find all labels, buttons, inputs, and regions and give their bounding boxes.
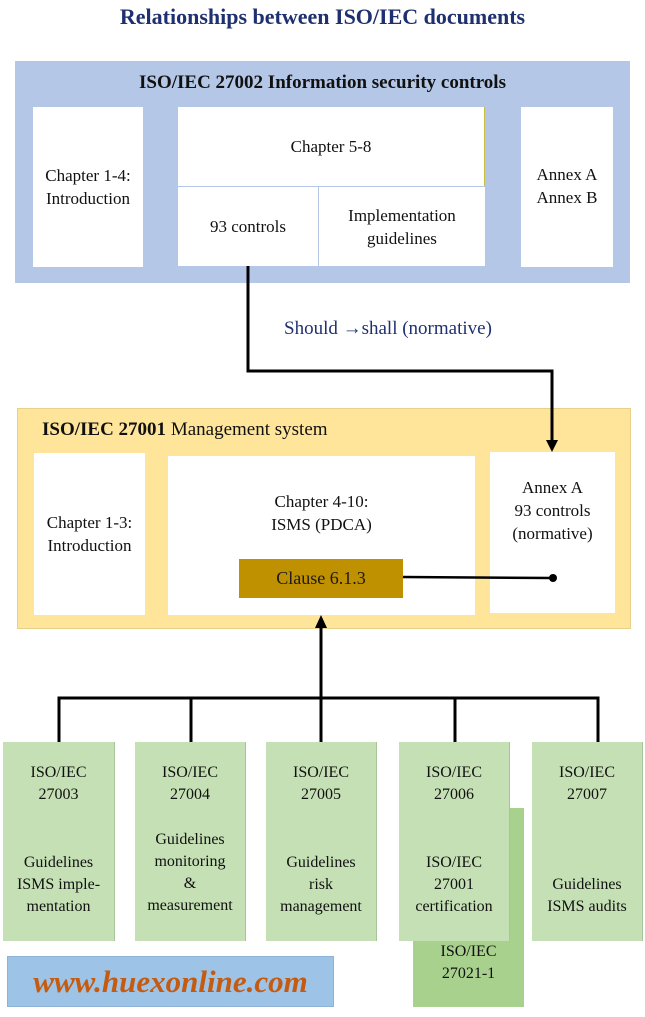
iso27002-chapters-box: Chapter 5-8 [178,107,485,186]
standard-27005-box: ISO/IEC 27005 Guidelines risk management [266,742,377,941]
standard-code-line: ISO/IEC [559,764,615,781]
standard-code-line: ISO/IEC [426,764,482,781]
diagram-title: Relationships between ISO/IEC documents [119,4,526,29]
clause-label: Clause 6.1.3 [276,568,366,588]
standard-desc-line: risk [309,876,333,893]
iso27021-line1: ISO/IEC [440,943,497,960]
standard-desc-line: measurement [147,897,233,914]
standard-desc-line: Guidelines [23,854,94,871]
standard-desc-line: Guidelines [286,854,356,871]
website-banner[interactable]: www.huexonline.com [7,956,334,1007]
iso27001-annex-line1: Annex A [522,478,583,497]
standard-desc-line: 27001 [434,876,474,893]
iso27002-annex-a: Annex A [536,165,598,184]
iso27002-guidelines-line2: guidelines [367,228,437,248]
standard-code-line: ISO/IEC [162,764,218,781]
iso27001-intro-box: Chapter 1-3: Introduction [34,453,145,615]
standard-code-line: 27005 [301,786,341,803]
standard-desc: Guidelines risk management [266,852,376,918]
standard-27004-box: ISO/IEC 27004 Guidelines monitoring & me… [135,742,246,941]
iso27001-intro-line2: Introduction [47,536,132,555]
standard-27003-box: ISO/IEC 27003 Guidelines ISMS imple- men… [3,742,115,941]
iso27001-annex-line2: 93 controls [514,501,591,520]
standard-desc: Guidelines monitoring & measurement [135,829,245,917]
standard-desc-line: monitoring [154,853,226,870]
iso27002-heading: ISO/IEC 27002 Information security contr… [139,72,506,93]
standard-code: ISO/IEC 27006 [399,742,509,806]
standard-code: ISO/IEC 27004 [135,742,245,806]
standard-code-line: 27006 [434,786,474,803]
standard-27006-box: ISO/IEC 27006 ISO/IEC 27001 certificatio… [399,742,510,941]
standard-code: ISO/IEC 27005 [266,742,376,806]
standard-desc-line: management [280,898,362,915]
website-link[interactable]: www.huexonline.com [33,963,308,999]
clause-box: Clause 6.1.3 [239,559,403,598]
standard-desc-line: ISO/IEC [426,854,482,871]
iso27002-intro-line1: Chapter 1-4: [45,166,131,185]
iso27001-heading-text: Management system [166,419,328,440]
standard-code: ISO/IEC 27003 [3,742,114,806]
standards-bus [57,696,600,742]
iso27001-chapters-line2: ISMS (PDCA) [271,515,372,534]
standard-desc: Guidelines ISMS imple- mentation [3,852,114,918]
iso27021-line2: 27021-1 [441,965,496,982]
iso27001-intro-line1: Chapter 1-3: [46,513,133,532]
iso27002-controls-label: 93 controls [209,217,287,236]
standard-code-line: ISO/IEC [293,764,349,781]
standard-code-line: 27004 [170,786,210,803]
iso27002-intro-line2: Introduction [45,189,131,208]
iso27001-heading-code: ISO/IEC 27001 [42,419,167,440]
iso27001-heading: ISO/IEC 27001 Management system [42,419,328,441]
standard-desc-line: Guidelines [155,831,225,848]
standard-desc: ISO/IEC 27001 certification [399,852,509,918]
standard-code: ISO/IEC 27007 [532,742,642,806]
iso27002-guidelines-box: Implementation guidelines [319,187,485,266]
iso27001-annex-line3: (normative) [512,524,593,543]
standard-code-line: 27007 [567,786,607,803]
standard-desc-line: Guidelines [552,876,622,893]
arrow-label: Should →shall (normative) [284,318,492,339]
standard-desc-line: certification [415,898,493,915]
iso27001-chapters-line1: Chapter 4-10: [274,492,369,511]
iso27002-chapters-label: Chapter 5-8 [290,137,372,156]
standard-desc-line: mentation [26,898,91,915]
iso27002-annex-b: Annex B [536,188,598,207]
standard-27007-box: ISO/IEC 27007 Guidelines ISMS audits [532,742,643,941]
iso27002-guidelines-line1: Implementation [348,205,456,225]
standard-desc-line: & [183,875,197,892]
standard-code-line: ISO/IEC [30,764,87,781]
iso27002-intro-box: Chapter 1-4: Introduction [33,107,143,267]
standard-code-line: 27003 [38,786,79,803]
iso27002-controls-box: 93 controls [178,187,318,266]
iso27002-annex-box: Annex A Annex B [521,107,613,267]
iso27001-annex-box: Annex A 93 controls (normative) [490,452,615,613]
standard-desc-line: ISMS audits [547,898,627,915]
standard-desc-line: ISMS imple- [16,876,101,893]
standard-desc: Guidelines ISMS audits [532,874,642,918]
